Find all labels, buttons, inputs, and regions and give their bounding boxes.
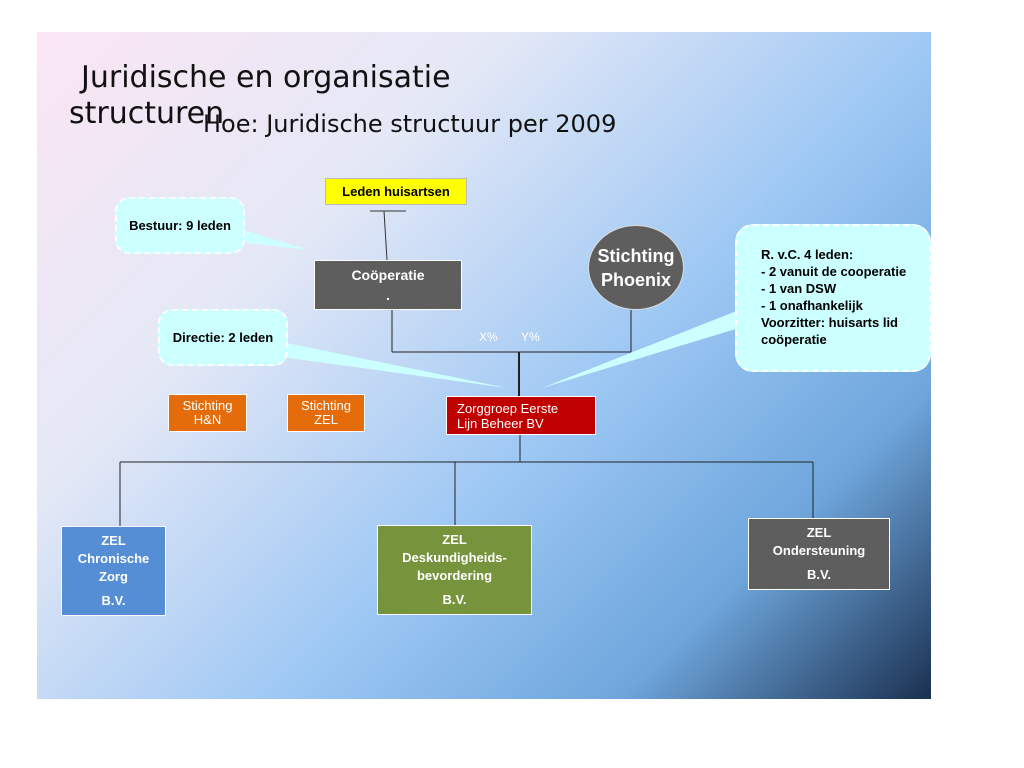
zel-onder-line-1: ZEL bbox=[806, 525, 832, 540]
zel-ondersteuning-box: ZEL Ondersteuning B.V. bbox=[748, 518, 890, 590]
rvc-line-5: Voorzitter: huisarts lid bbox=[761, 315, 898, 330]
rvc-line-1: R. v.C. 4 leden: bbox=[761, 247, 854, 262]
stichting-hn-line-2: H&N bbox=[193, 412, 222, 427]
stichting-zel-line-2: ZEL bbox=[314, 412, 338, 427]
zorggroep-line-2: Lijn Beheer BV bbox=[457, 415, 544, 431]
rvc-line-4: - 1 onafhankelijk bbox=[761, 298, 863, 313]
zorggroep-box: Zorggroep Eerste Lijn Beheer BV bbox=[446, 396, 596, 435]
stichting-phoenix-circle: Stichting Phoenix bbox=[588, 225, 684, 310]
slide: Juridische en organisatie structuren Hoe… bbox=[37, 32, 931, 699]
slide-title: Juridische en organisatie structuren bbox=[69, 60, 481, 132]
y-percent-label: Y% bbox=[521, 330, 540, 344]
rvc-callout: R. v.C. 4 leden: - 2 vanuit de cooperati… bbox=[735, 224, 931, 372]
bestuur-callout-pointer bbox=[237, 228, 309, 250]
directie-callout: Directie: 2 leden bbox=[158, 309, 288, 366]
cooperatie-label: Coöperatie bbox=[351, 267, 425, 283]
zel-desk-bv: B.V. bbox=[442, 592, 467, 607]
zel-onder-bv: B.V. bbox=[806, 567, 832, 582]
stichting-hn-line-1: Stichting bbox=[182, 398, 233, 413]
rvc-line-2: - 2 vanuit de cooperatie bbox=[761, 264, 907, 279]
zel-chronische-zorg-box: ZEL Chronische Zorg B.V. bbox=[61, 526, 166, 616]
zel-chronisch-line-2: Chronische bbox=[77, 551, 150, 566]
rvc-callout-pointer bbox=[542, 310, 739, 388]
cooperatie-dot: . bbox=[386, 287, 390, 303]
rvc-line-6: coöperatie bbox=[761, 332, 827, 347]
zel-desk-line-1: ZEL bbox=[442, 532, 467, 547]
zorggroep-line-1: Zorggroep Eerste bbox=[457, 400, 559, 416]
zel-deskundigheid-box: ZEL Deskundigheids- bevordering B.V. bbox=[377, 525, 532, 615]
connector-lines bbox=[119, 210, 814, 526]
phoenix-line-2: Phoenix bbox=[600, 269, 671, 290]
bestuur-callout: Bestuur: 9 leden bbox=[115, 197, 245, 254]
zel-desk-line-2: Deskundigheids- bbox=[402, 550, 507, 565]
slide-subtitle: Hoe: Juridische structuur per 2009 bbox=[203, 110, 617, 138]
phoenix-line-1: Stichting bbox=[597, 245, 675, 266]
leden-to-cooperatie-line bbox=[383, 210, 388, 261]
zel-chronisch-line-3: Zorg bbox=[99, 569, 128, 584]
stichting-zel-box: Stichting ZEL bbox=[287, 394, 365, 432]
title-line-1: Juridische en organisatie bbox=[81, 60, 451, 95]
cooperatie-box: Coöperatie . bbox=[314, 260, 462, 310]
zel-onder-line-2: Ondersteuning bbox=[772, 543, 866, 558]
x-percent-label: X% bbox=[479, 330, 498, 344]
leden-huisartsen-box: Leden huisartsen bbox=[325, 178, 467, 205]
directie-callout-pointer bbox=[282, 342, 507, 388]
zel-chronisch-bv: B.V. bbox=[101, 593, 126, 608]
rvc-line-3: - 1 van DSW bbox=[761, 281, 837, 296]
title-line-2: structuren bbox=[69, 96, 225, 131]
zel-chronisch-line-1: ZEL bbox=[101, 533, 126, 548]
stichting-zel-line-1: Stichting bbox=[301, 398, 351, 413]
stichting-hn-box: Stichting H&N bbox=[168, 394, 247, 432]
zel-desk-line-3: bevordering bbox=[416, 568, 493, 583]
